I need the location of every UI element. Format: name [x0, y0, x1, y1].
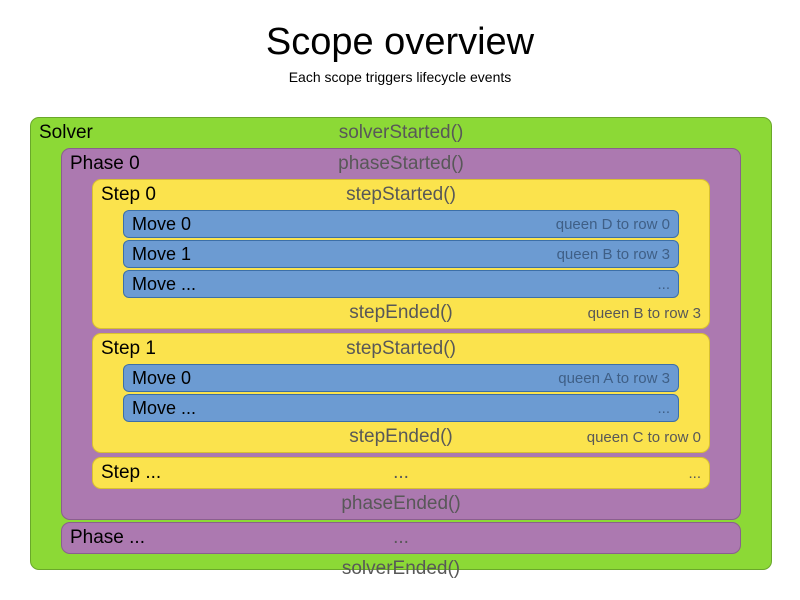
- phase-footer-row-0: phaseEnded(): [62, 489, 740, 519]
- step-started-event-ellipsis: ...: [393, 462, 409, 483]
- solver-started-event: solverStarted(): [338, 122, 464, 143]
- page-title: Scope overview: [265, 21, 535, 63]
- move-row[interactable]: Move 0 queen A to row 3: [123, 364, 679, 392]
- step-label-1: Step 1: [101, 338, 156, 359]
- move-result: queen D to row 0: [555, 215, 670, 233]
- page-subtitle: Each scope triggers lifecycle events: [288, 68, 512, 85]
- step-footer-row-1: stepEnded() queen C to row 0: [93, 422, 709, 452]
- move-row[interactable]: Move 0 queen D to row 0: [123, 210, 679, 238]
- phase-scope-0[interactable]: Phase 0 phaseStarted() Step 0 stepStarte…: [61, 148, 741, 520]
- move-label: Move ...: [132, 397, 197, 418]
- solver-header-row: Solver solverStarted(): [31, 118, 771, 148]
- phase-scope-ellipsis[interactable]: Phase ... ...: [61, 522, 741, 554]
- step-ended-result-1: queen C to row 0: [586, 428, 701, 446]
- step-scope-1[interactable]: Step 1 stepStarted() Move 0 queen A to r…: [92, 333, 710, 453]
- move-result: ...: [657, 399, 670, 417]
- step-header-row-ellipsis: Step ... ... ...: [93, 458, 709, 488]
- step-header-row-1: Step 1 stepStarted(): [93, 334, 709, 364]
- move-label: Move ...: [132, 273, 197, 294]
- step-footer-row-0: stepEnded() queen B to row 3: [93, 298, 709, 328]
- phase-header-row-ellipsis: Phase ... ...: [62, 523, 740, 553]
- phase-label-0: Phase 0: [70, 153, 140, 174]
- move-label: Move 0: [132, 367, 192, 388]
- phase-label-ellipsis: Phase ...: [70, 527, 145, 548]
- move-result: ...: [657, 275, 670, 293]
- step-ended-result-0: queen B to row 3: [587, 304, 701, 322]
- step-scope-0[interactable]: Step 0 stepStarted() Move 0 queen D to r…: [92, 179, 710, 329]
- move-label: Move 1: [132, 243, 192, 264]
- move-row[interactable]: Move ... ...: [123, 394, 679, 422]
- step-label-0: Step 0: [101, 184, 156, 205]
- step-started-event-1: stepStarted(): [346, 338, 456, 359]
- step-ended-result-ellipsis: ...: [688, 464, 701, 482]
- move-row[interactable]: Move ... ...: [123, 270, 679, 298]
- phase-started-event-0: phaseStarted(): [338, 153, 464, 174]
- step-label-ellipsis: Step ...: [101, 462, 162, 483]
- step-header-row-0: Step 0 stepStarted(): [93, 180, 709, 210]
- phase-header-row-0: Phase 0 phaseStarted(): [62, 149, 740, 179]
- solver-footer-row: solverEnded(): [31, 554, 771, 584]
- solver-scope[interactable]: Solver solverStarted() Phase 0 phaseStar…: [30, 117, 772, 579]
- move-label: Move 0: [132, 213, 192, 234]
- move-result: queen B to row 3: [556, 245, 670, 263]
- phase-started-event-ellipsis: ...: [393, 527, 409, 548]
- phase-ended-event-0: phaseEnded(): [341, 493, 461, 514]
- solver-ended-event: solverEnded(): [341, 558, 461, 579]
- move-result: queen A to row 3: [558, 369, 670, 387]
- step-scope-ellipsis[interactable]: Step ... ... ...: [92, 457, 710, 489]
- move-row[interactable]: Move 1 queen B to row 3: [123, 240, 679, 268]
- solver-label: Solver: [39, 122, 93, 143]
- page-header: Scope overview Each scope triggers lifec…: [0, 0, 800, 85]
- step-started-event-0: stepStarted(): [346, 184, 456, 205]
